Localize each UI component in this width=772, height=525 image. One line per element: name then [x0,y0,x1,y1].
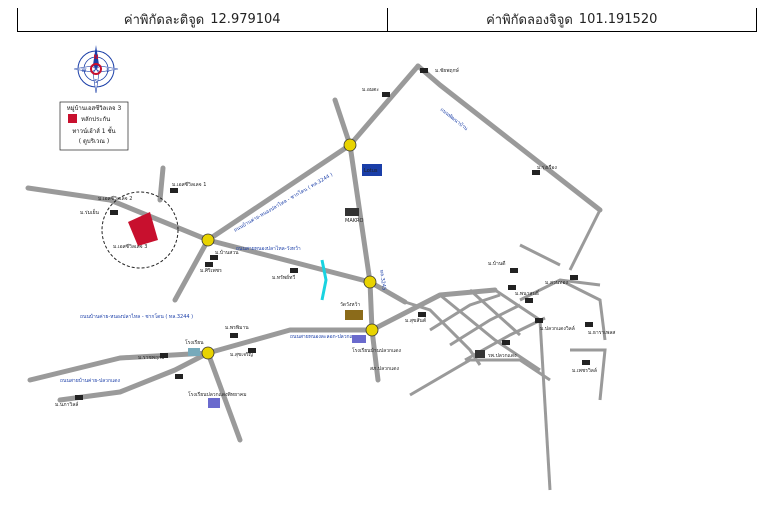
legend-item-desc: ทาวน์เฮ้าส์ 1 ชั้น [72,125,115,135]
label-village-r: ม.สุขเจริญ [230,351,253,358]
road-label-3244-west: ถนนบ้านค่าย-หนองปลาไหล - ชากโดน ( ทล.324… [80,313,193,320]
legend-title: หมู่บ้านเอสซีวิลเลจ 3 [67,104,122,112]
road-label-3245: ทล.3245 [378,269,387,290]
latitude-label: ค่าพิกัดละติจูด [123,13,205,28]
label-village-k: ม.ปลวกแดงวิลล์ [540,325,575,332]
junction-3 [363,275,377,289]
road-southern [27,287,498,383]
label-village-b: ม.บ้านสวน [215,249,239,256]
label-village-j: ม.พนาสนธิ์ [515,289,540,297]
label-sc-village-1: ม.เอสซีวิลเลจ 1 [172,181,206,188]
longitude-label: ค่าพิกัดลองจิจูด [486,13,573,28]
compass-e: E [106,68,109,74]
label-village-m: ม.ธาราเพลส [588,330,615,336]
school-3-label: โรงเรียนปลวกแดงพิทยาคม [188,391,247,398]
landmarks: Lotus MAKRO วัดวังหว้า โรงเรียนบ้านปลวกแ… [185,164,517,408]
road-label-vanghwa: ถนนสายหนองปลาไหล-วังหว้า [236,245,301,252]
junction-2 [343,138,357,152]
longitude-value: 101.191520 [578,12,658,27]
road-north-spur [332,97,353,148]
road-south-spur [205,350,243,443]
school-2-label: โรงเรียนบ้านปลวกแดง [352,347,401,354]
road-northeast [415,63,603,213]
latitude-value: 12.979104 [210,12,281,27]
junction-5 [201,346,215,360]
label-village-c: ม.ศิริเพชร [200,267,222,274]
compass-s: S [94,79,97,85]
town-streets [404,209,607,491]
junctions [201,138,379,360]
tesco-icon [362,164,382,176]
label-village-e: ม.อมตะ [362,87,379,93]
hospital-icon [475,350,485,358]
school-icon [352,335,366,343]
compass-icon: N E W S [73,45,119,94]
collateral-zone [101,191,179,269]
latitude-cell: ค่าพิกัดละติจูด 12.979104 [18,8,387,31]
road-label-3244: ถนนบ้านค่าย-หนองปลาไหล - ชากโดน ( ทล.324… [233,171,335,234]
junction-1 [201,233,215,247]
label-village-g: ม.รุ่งเรือง [537,164,557,171]
label-village-i: ม.บ้านดี [488,260,506,267]
collateral-marker [128,212,158,246]
road-label-ne: ถนนพัฒนาบ้าน [439,106,470,132]
school-label: โรงเรียน [185,339,204,346]
map-legend: หมู่บ้านเอสซีวิลเลจ 3 หลักประกัน ทาวน์เฮ… [59,101,129,151]
road-village-spur [157,165,166,203]
label-village-n: ม.เพชรวิลล์ [572,367,597,374]
tesco-label: Lotus [364,168,378,174]
compass-w: W [82,68,87,74]
compass-n: N [93,54,98,61]
label-village-q: ม.นภาวิลล์ [55,401,78,408]
collateral-label: ม.เอสซีวิลเลจ 3 [113,243,147,250]
label-village-a: ม.ร่มเย็น [80,208,100,216]
road-junction-south [172,237,211,303]
makro-icon [345,208,359,216]
longitude-cell: ค่าพิกัดลองจิจูด 101.191520 [386,8,757,31]
canal [320,259,328,301]
school-3-icon [208,398,220,408]
legend-collateral-swatch [68,114,77,123]
label-village-l: ม.สวนทอง [545,280,568,286]
label-village-f: ม.ชัยพฤกษ์ [435,67,460,74]
hospital-label: รพ.ปลวกแดง [488,353,517,359]
road-label-nongalok: ถนนสายหนองละลอก-ปลวกแดง [290,334,359,340]
label-sc-village-2: ม.เอสซีวิลเลจ 2 [98,195,132,202]
label-village-o: ม.พรพิมาน [225,324,249,331]
legend-item-sub: ( ดูบริเวณ ) [79,138,109,145]
coordinate-header: ค่าพิกัดละติจูด 12.979104 ค่าพิกัดลองจิจ… [17,8,757,32]
makro-label: MAKRO [345,218,363,224]
road-sw [57,350,211,403]
label-village-h: ม.สุขสันต์ [405,317,426,324]
village-markers [75,68,593,400]
label-police: สภ.ปลวกแดง [370,366,399,372]
label-village-p: ม.ราชพฤกษ์ [138,354,165,361]
label-village-d: ม.ทรัพย์ทวี [272,274,295,281]
road-label-sw: ถนนสายบ้านค่าย-ปลวกแดง [60,377,120,384]
market-icon [188,348,200,356]
temple-label: วัดวังหว้า [340,301,360,308]
road-west-east [25,185,408,305]
junction-4 [365,323,379,337]
road-3245-south [347,142,381,383]
legend-item: หลักประกัน [81,116,110,123]
temple-icon [345,310,363,320]
